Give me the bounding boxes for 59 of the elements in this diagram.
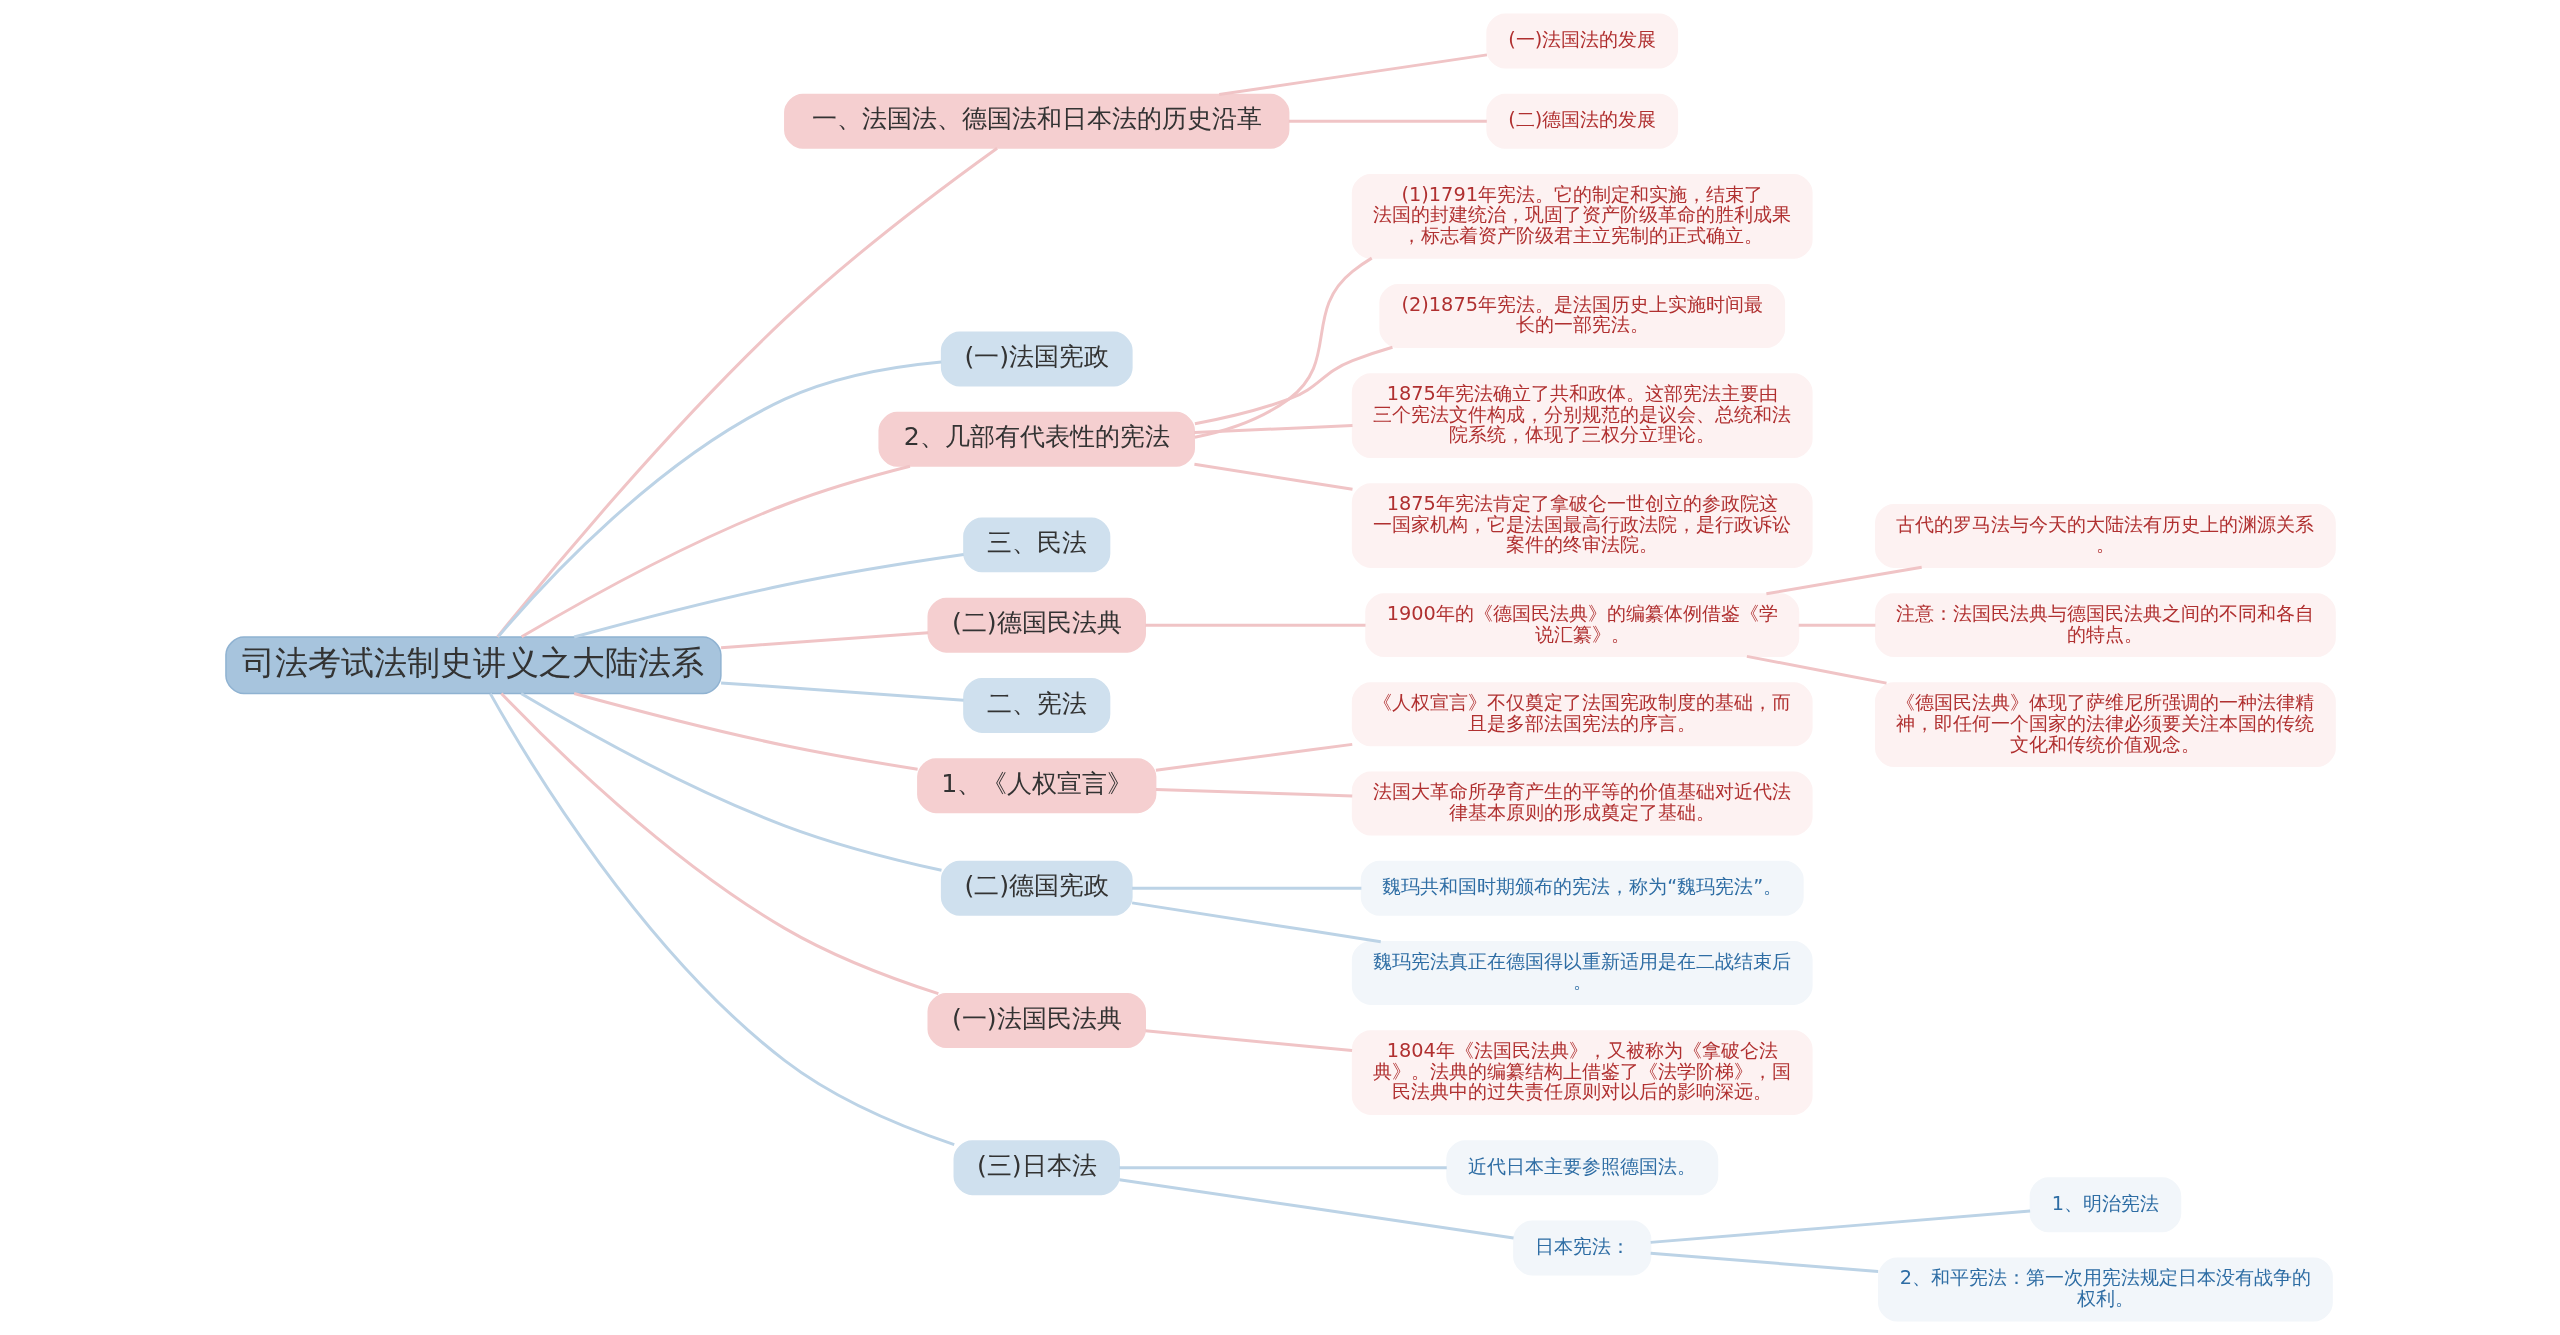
- connector: [1131, 886, 1361, 890]
- connector: [1194, 256, 1373, 439]
- node-box: 魏玛宪法真正在德国得以重新适用是在二战结束后。: [1351, 941, 1813, 1005]
- connector: [573, 692, 918, 771]
- node-box: (二)德国民法典: [927, 597, 1146, 653]
- connector: [1193, 462, 1353, 491]
- node-box: (三)日本法: [953, 1140, 1120, 1196]
- node-box: 1900年的《德国民法典》的编纂体例借鉴《学说汇纂》。: [1364, 593, 1799, 658]
- connector: [1746, 654, 1887, 685]
- connector: [1155, 742, 1352, 772]
- node-box: (二)德国宪政: [940, 860, 1133, 916]
- node-box: 近代日本主要参照德国法。: [1445, 1140, 1718, 1196]
- node-box: 《德国民法典》体现了萨维尼所强调的一种法律精神，即任何一个国家的法律必须要关注本国的传统文化和传统价值观念。: [1874, 682, 2336, 768]
- node-box: 古代的罗马法与今天的大陆法有历史上的渊源关系。: [1874, 504, 2336, 568]
- node-box: 司法考试法制史讲义之大陆法系: [224, 636, 722, 695]
- connector: [1218, 53, 1487, 96]
- node-box: 1875年宪法确立了共和政体。这部宪法主要由三个宪法文件构成，分别规范的是议会、总统和法院系统，体现了三权分立理论。: [1351, 373, 1813, 458]
- node-box: (2)1875年宪法。是法国历史上实施时间最长的一部宪法。: [1378, 284, 1785, 348]
- node-box: 1875年宪法肯定了拿破仑一世创立的参政院这一国家机构，它是法国最高行政法院，是行政诉讼案件的终审法院。: [1351, 483, 1813, 568]
- connector: [519, 692, 942, 872]
- connector: [720, 681, 964, 702]
- connector: [520, 464, 910, 639]
- connector: [1144, 1029, 1352, 1053]
- node-box: (一)法国法的发展: [1485, 13, 1678, 69]
- node-box: 二、宪法: [962, 677, 1110, 733]
- node-box: 1804年《法国民法典》，又被称为《拿破仑法典》。法典的编纂结构上借鉴了《法学阶梯》，国民法典中的过失责任原则对以后的影响深远。: [1351, 1030, 1813, 1115]
- node-box: 一、法国法、德国法和日本法的历史沿革: [783, 93, 1289, 149]
- connector: [1765, 565, 1922, 596]
- connector: [573, 553, 964, 639]
- node-box: 1、明治宪法: [2029, 1177, 2181, 1233]
- connector: [1288, 119, 1487, 123]
- connector: [488, 692, 955, 1146]
- connector: [720, 631, 928, 650]
- connector: [495, 146, 998, 638]
- connector: [499, 692, 939, 996]
- node-box: (一)法国宪政: [940, 331, 1133, 387]
- connector: [1650, 1251, 1878, 1273]
- connector: [1118, 1178, 1514, 1240]
- connector: [1155, 788, 1352, 798]
- node-box: 2、几部有代表性的宪法: [877, 411, 1195, 467]
- node-box: 三、民法: [962, 517, 1110, 573]
- node-box: 法国大革命所孕育产生的平等的价值基础对近代法律基本原则的形成奠定了基础。: [1351, 771, 1813, 836]
- connector: [496, 360, 941, 638]
- node-box: 日本宪法：: [1512, 1220, 1651, 1276]
- connector: [1131, 901, 1381, 944]
- node-box: (二)德国法的发展: [1485, 93, 1678, 149]
- connector: [1798, 623, 1875, 627]
- node-box: 1、《人权宣言》: [916, 758, 1156, 814]
- node-box: 注意：法国民法典与德国民法典之间的不同和各自的特点。: [1874, 593, 2336, 658]
- node-box: 魏玛共和国时期颁布的宪法，称为“魏玛宪法”。: [1360, 860, 1804, 916]
- connector: [1193, 424, 1353, 434]
- connector: [1650, 1209, 2030, 1244]
- connector: [1194, 345, 1393, 426]
- connector: [1144, 623, 1365, 627]
- node-box: (1)1791年宪法。它的制定和实施，结束了法国的封建统治，巩固了资产阶级革命的胜利成果，标志着资产阶级君主立宪制的正式确立。: [1351, 174, 1813, 259]
- node-box: 《人权宣言》不仅奠定了法国宪政制度的基础，而且是多部法国宪法的序言。: [1351, 682, 1813, 747]
- node-box: (一)法国民法典: [927, 993, 1146, 1048]
- node-box: 2、和平宪法：第一次用宪法规定日本没有战争的权利。: [1877, 1257, 2333, 1322]
- connector: [1118, 1166, 1447, 1170]
